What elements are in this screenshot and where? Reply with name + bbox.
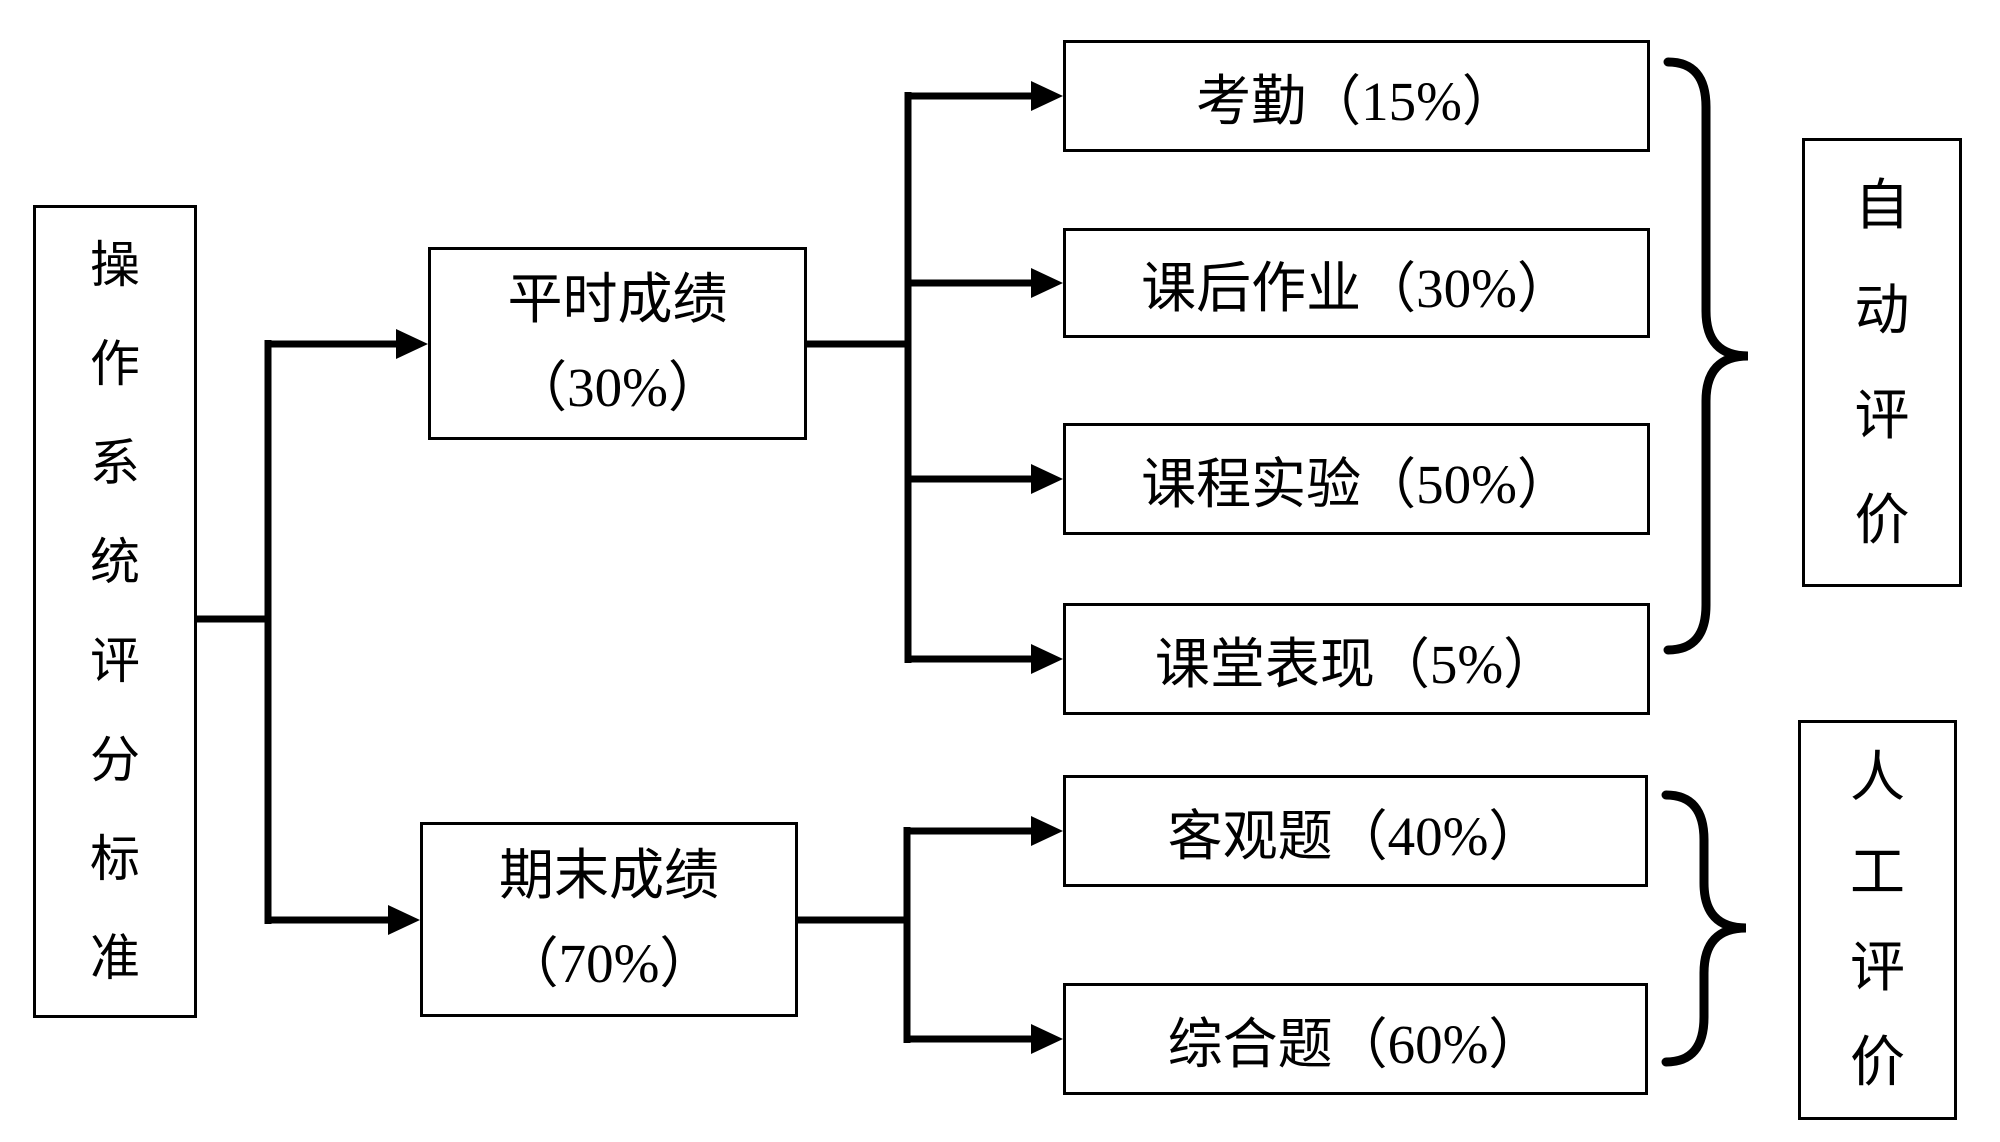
leaf-label: 考勤（15%） — [1196, 71, 1517, 132]
node-leaf-attendance: 考勤（15%） — [1063, 40, 1650, 152]
leaf-label: 综合题（60%） — [1167, 1014, 1544, 1075]
node-regular-name: 平时成绩 — [507, 268, 728, 330]
brace-auto-group-icon — [1663, 57, 1749, 655]
arrowhead-icon — [1031, 464, 1063, 494]
arrowhead-icon — [1031, 644, 1063, 674]
arrowhead-icon — [1031, 1024, 1063, 1054]
leaf-label: 课程实验（50%） — [1141, 454, 1572, 515]
brace-manual-group-icon — [1661, 790, 1747, 1067]
node-regular-pct: （30%） — [512, 356, 723, 418]
node-final-pct: （70%） — [503, 932, 715, 994]
node-leaf-comprehensive: 综合题（60%） — [1063, 983, 1648, 1095]
node-leaf-objective: 客观题（40%） — [1063, 775, 1648, 887]
node-auto-evaluation: 自动评价 — [1802, 138, 1962, 587]
node-root-label: 操作系统评分标准 — [90, 236, 140, 986]
node-leaf-homework: 课后作业（30%） — [1063, 228, 1650, 338]
node-leaf-experiment: 课程实验（50%） — [1063, 423, 1650, 535]
arrowhead-icon — [1031, 816, 1063, 846]
leaf-label: 课堂表现（5%） — [1154, 634, 1559, 695]
node-final-name: 期末成绩 — [498, 844, 719, 906]
node-manual-evaluation: 人工评价 — [1798, 720, 1957, 1120]
auto-evaluation-label: 自动评价 — [1854, 174, 1910, 551]
leaf-label: 课后作业（30%） — [1141, 258, 1572, 319]
arrowhead-icon — [1031, 81, 1063, 111]
arrowhead-icon — [388, 905, 420, 935]
manual-evaluation-label: 人工评价 — [1849, 747, 1905, 1093]
node-final-grade: 期末成绩 （70%） — [420, 822, 798, 1017]
leaf-label: 客观题（40%） — [1167, 806, 1544, 867]
arrowhead-icon — [1031, 268, 1063, 298]
node-leaf-classroom: 课堂表现（5%） — [1063, 603, 1650, 715]
node-regular-grade: 平时成绩 （30%） — [428, 247, 807, 440]
arrowhead-icon — [396, 329, 428, 359]
node-root: 操作系统评分标准 — [33, 205, 197, 1018]
